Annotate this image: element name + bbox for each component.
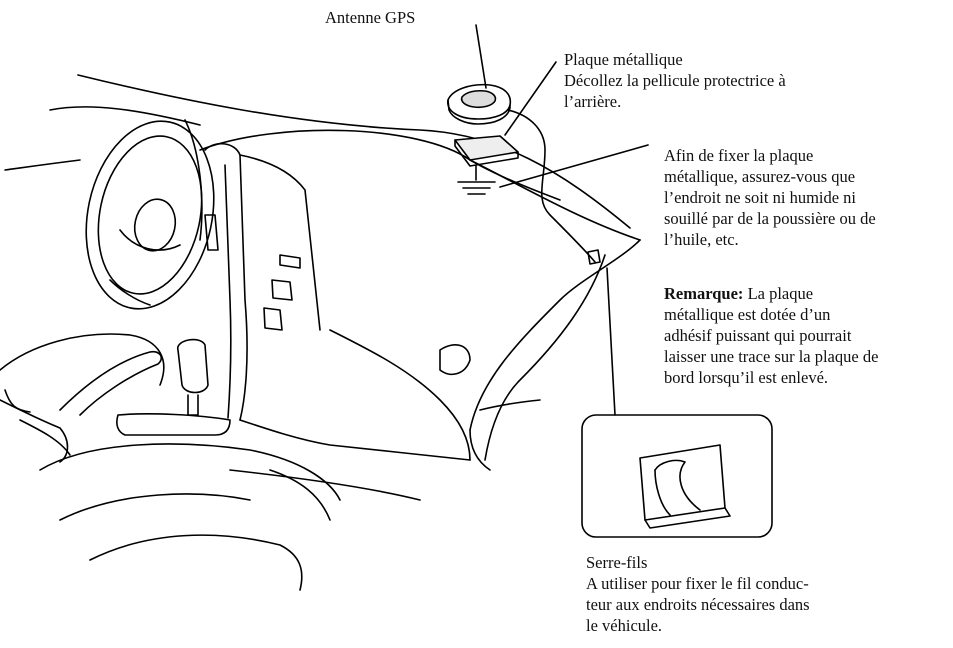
remark-line: métallique est dotée d’un: [664, 305, 831, 324]
metal-plate-title: Plaque métallique: [564, 50, 683, 69]
fixing-note-line: métallique, assurez-vous que: [664, 167, 856, 186]
remark-line: laisser une trace sur la plaque de: [664, 347, 879, 366]
fixing-note: Afin de fixer la plaque métallique, assu…: [664, 145, 876, 250]
wire-clamp-note-line: teur aux endroits nécessaires dans: [586, 595, 810, 614]
steering-wheel: [85, 120, 215, 310]
remark-line: bord lorsqu’il est enlevé.: [664, 368, 829, 387]
wire-clamp-label: Serre-fils A utiliser pour fixer le fil …: [586, 552, 810, 636]
fixing-note-line: l’huile, etc.: [664, 230, 739, 249]
wire-clamp-title: Serre-fils: [586, 553, 648, 572]
fixing-note-line: souillé par de la poussière ou de: [664, 209, 876, 228]
metal-plate-drawing: [454, 135, 519, 167]
driver-seat: [0, 333, 165, 386]
handbrake: [59, 350, 162, 416]
remark-text: La plaque: [743, 284, 814, 303]
mounting-surface-symbol: [457, 165, 496, 195]
gps-antenna-drawing: [447, 83, 596, 263]
wire-clamp-note-line: A utiliser pour fixer le fil conduc-: [586, 574, 809, 593]
gps-antenna-label: Antenne GPS: [325, 8, 416, 27]
center-console: [204, 142, 248, 421]
remark-line: adhésif puissant qui pourrait: [664, 326, 852, 345]
metal-plate-note-line: l’arrière.: [564, 92, 622, 111]
dashboard-top: [199, 129, 641, 241]
wire-clamp-detail-box: [581, 414, 773, 538]
remark-label: Remarque:: [664, 284, 744, 303]
fixing-note-line: l’endroit ne soit ni humide ni: [664, 188, 857, 207]
fixing-note-line: Afin de fixer la plaque: [664, 146, 814, 165]
remark-first-line: Remarque: La plaque: [664, 283, 878, 304]
metal-plate-note-line: Décollez la pellicule protectrice à: [564, 71, 786, 90]
remark-note: Remarque: La plaque métallique est dotée…: [664, 283, 878, 388]
wire-clamp-drawing: [639, 444, 731, 529]
wire-clamp-note-line: le véhicule.: [586, 616, 663, 635]
roof-line: [77, 74, 631, 229]
gear-shift: [177, 338, 209, 394]
metal-plate-label: Plaque métallique Décollez la pellicule …: [564, 49, 786, 112]
